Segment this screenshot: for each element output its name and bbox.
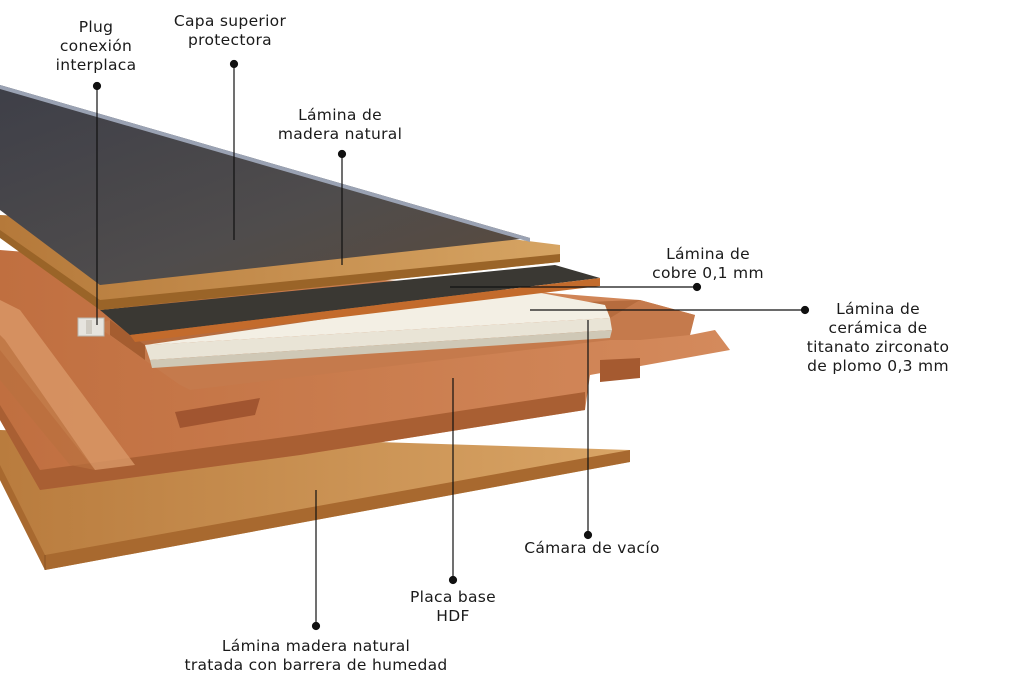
leader-ceramica <box>530 305 810 315</box>
top-protective-layer <box>0 85 530 285</box>
leader-lamina-madera <box>337 149 347 265</box>
leader-barrera <box>311 490 321 631</box>
leader-camara <box>583 320 593 540</box>
label-camara: Cámara de vacío <box>524 539 660 557</box>
leader-placa <box>448 378 458 585</box>
leader-cobre <box>450 282 702 292</box>
ceramic-layer <box>145 290 612 368</box>
plug-connector <box>77 317 105 337</box>
leader-plug <box>92 81 102 325</box>
leader-lines <box>92 59 810 631</box>
copper-layer <box>100 265 600 342</box>
leader-capa <box>229 59 239 240</box>
